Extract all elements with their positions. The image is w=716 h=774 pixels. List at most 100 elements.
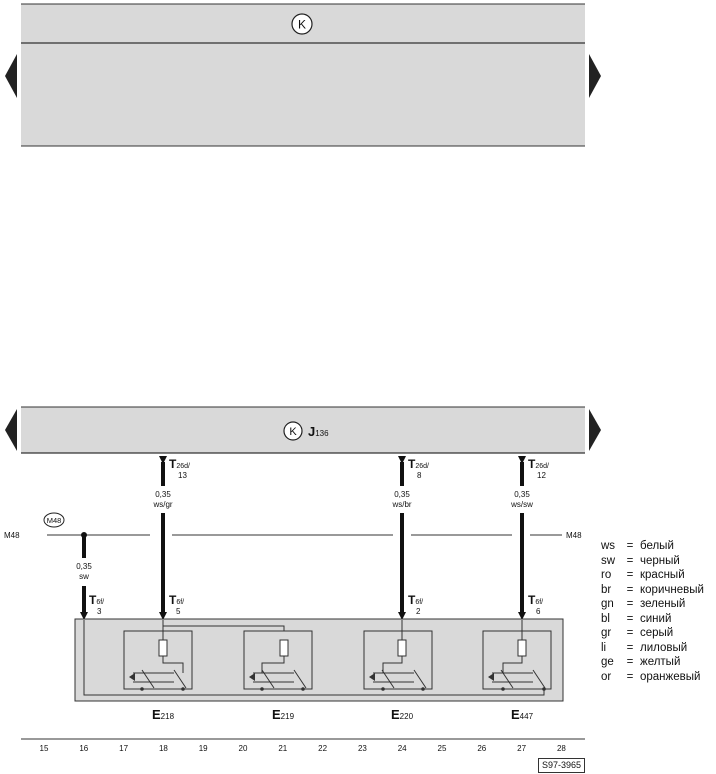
scale-label: 18 <box>159 744 168 753</box>
scale-label: 25 <box>438 744 447 753</box>
svg-text:13: 13 <box>178 471 187 480</box>
legend-row: bl = синий <box>601 612 704 627</box>
scale-label: 22 <box>318 744 327 753</box>
svg-text:12: 12 <box>537 471 546 480</box>
legend-row: gn = зеленый <box>601 597 704 612</box>
legend-color-name: желтый <box>640 656 681 668</box>
legend-color-name: синий <box>640 612 672 625</box>
module-j136-box <box>21 407 585 453</box>
legend-equals: = <box>626 656 634 668</box>
legend-code: ro <box>601 569 612 581</box>
legend-equals: = <box>626 598 634 610</box>
svg-text:3: 3 <box>97 607 102 616</box>
legend-equals: = <box>626 540 634 552</box>
legend-code: gr <box>601 627 612 639</box>
svg-text:5: 5 <box>176 607 181 616</box>
svg-text:8: 8 <box>417 471 422 480</box>
arrow-left-icon[interactable] <box>5 54 17 98</box>
legend-row: br = коричневый <box>601 583 704 598</box>
svg-text:ws/gr: ws/gr <box>152 500 172 509</box>
legend-code: or <box>601 670 612 683</box>
legend-row: ro = красный <box>601 568 704 583</box>
legend-row: gr = серый <box>601 626 704 641</box>
legend-color-name: оранжевый <box>640 670 701 683</box>
module-symbol-text: K <box>289 426 297 438</box>
legend-code: bl <box>601 612 610 625</box>
legend-color-name: красный <box>640 569 685 581</box>
scale-label: 24 <box>398 744 407 753</box>
scale-label: 15 <box>40 744 49 753</box>
legend-code: sw <box>601 554 616 567</box>
ground-label-right: M48 <box>566 531 582 540</box>
legend-row: li = лиловый <box>601 641 704 656</box>
svg-text:sw: sw <box>79 572 89 581</box>
legend-color-name: лиловый <box>640 641 688 654</box>
legend-row: ge = желтый <box>601 655 704 670</box>
legend-color-name: серый <box>640 627 674 639</box>
svg-text:T6f/: T6f/ <box>169 593 184 607</box>
scale-label: 17 <box>119 744 128 753</box>
scale-label: 16 <box>79 744 88 753</box>
switch-label-e219: E219 <box>272 707 295 722</box>
svg-text:0,35: 0,35 <box>394 490 410 499</box>
arrow-right-icon-2[interactable] <box>589 409 601 451</box>
wire-27: T26d/ 12 0,35 ws/sw T6f/ 6 <box>510 456 549 620</box>
arrow-right-icon[interactable] <box>589 54 601 98</box>
legend-equals: = <box>626 612 634 625</box>
switch-label-e220: E220 <box>391 707 414 722</box>
svg-text:0,35: 0,35 <box>155 490 171 499</box>
svg-text:ws/sw: ws/sw <box>510 500 533 509</box>
legend-equals: = <box>626 627 634 639</box>
svg-text:2: 2 <box>416 607 421 616</box>
module-name: J136 <box>308 424 329 439</box>
scale-label: 27 <box>517 744 526 753</box>
switch-label-e447: E447 <box>511 707 534 722</box>
scale-label: 28 <box>557 744 566 753</box>
legend-code: li <box>601 641 607 654</box>
svg-text:6: 6 <box>536 607 541 616</box>
svg-text:M48: M48 <box>47 516 62 525</box>
switch-e219 <box>243 630 313 691</box>
arrow-left-icon-2[interactable] <box>5 409 17 451</box>
scale-label: 20 <box>239 744 248 753</box>
top-module-symbol-text: K <box>298 18 306 32</box>
switch-e220 <box>363 620 433 691</box>
svg-text:T26d/: T26d/ <box>528 457 549 471</box>
svg-text:T26d/: T26d/ <box>169 457 190 471</box>
scale-labels: 15 16 17 18 19 20 21 22 23 24 25 26 27 28 <box>40 744 567 753</box>
legend-code: ge <box>601 656 614 668</box>
legend-code: ws <box>601 540 616 552</box>
legend-color-name: коричневый <box>640 583 704 596</box>
scale-label: 26 <box>477 744 486 753</box>
wire-18: T26d/ 13 0,35 ws/gr T6f/ 5 <box>152 456 190 620</box>
svg-text:0,35: 0,35 <box>76 562 92 571</box>
legend-row: ws = белый <box>601 539 704 554</box>
legend-color-name: зеленый <box>640 598 686 610</box>
svg-text:T6f/: T6f/ <box>528 593 543 607</box>
wire-24: T26d/ 8 0,35 ws/br T6f/ 2 <box>391 456 429 620</box>
scale-label: 21 <box>278 744 287 753</box>
legend-code: br <box>601 583 612 596</box>
module-symbol-circle <box>283 421 303 441</box>
ground-badge: M48 <box>43 512 65 528</box>
svg-text:0,35: 0,35 <box>514 490 530 499</box>
legend-equals: = <box>626 670 634 683</box>
legend-row: or = оранжевый <box>601 670 704 685</box>
scale-label: 19 <box>199 744 208 753</box>
legend-equals: = <box>626 583 634 596</box>
reference-code: S97-3965 <box>538 758 585 773</box>
svg-text:T6f/: T6f/ <box>89 593 104 607</box>
legend-equals: = <box>626 569 634 581</box>
legend-color-name: белый <box>640 540 674 552</box>
switch-label-e218: E218 <box>152 707 175 722</box>
switch-e447 <box>482 620 552 691</box>
ground-wire: 0,35 sw T6f/ 3 <box>76 532 104 620</box>
top-module-symbol: K <box>291 13 313 35</box>
legend-code: gn <box>601 598 614 610</box>
scale-label: 23 <box>358 744 367 753</box>
legend-equals: = <box>626 554 634 567</box>
ground-label-left: M48 <box>4 531 20 540</box>
legend-equals: = <box>626 641 634 654</box>
